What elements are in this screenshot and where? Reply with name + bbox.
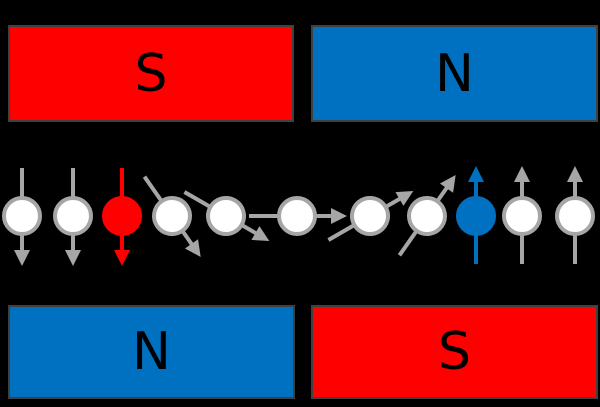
spin-circle — [152, 196, 192, 236]
spin-circle — [555, 196, 595, 236]
spin-circle — [53, 196, 93, 236]
spin-circle — [502, 196, 542, 236]
pole-label: N — [132, 322, 171, 382]
magnet-top-right-north: N — [311, 25, 598, 122]
spin-circle — [456, 196, 496, 236]
arrow-head-icon — [114, 250, 130, 266]
arrow-head-icon — [395, 191, 414, 206]
spin-11-gray — [555, 166, 595, 264]
spin-circle — [277, 196, 317, 236]
spin-circle — [206, 196, 246, 236]
spin-2-gray — [53, 168, 93, 266]
arrow-head-icon — [439, 175, 456, 193]
arrow-head-icon — [567, 166, 583, 182]
spin-4-gray — [142, 175, 201, 257]
spin-3-red — [102, 168, 142, 266]
spin-8-gray — [397, 175, 456, 257]
spin-1-gray — [2, 168, 42, 266]
spin-6-gray — [249, 196, 347, 236]
pole-label: S — [134, 43, 168, 104]
magnet-bottom-left-north: N — [8, 305, 295, 399]
spin-7-gray — [327, 191, 414, 242]
spin-circle — [2, 196, 42, 236]
spin-circle — [407, 196, 447, 236]
arrow-head-icon — [65, 250, 81, 266]
spin-circle — [102, 196, 142, 236]
spin-circle — [350, 196, 390, 236]
arrow-head-icon — [331, 208, 347, 224]
arrow-head-icon — [514, 166, 530, 182]
arrow-head-icon — [251, 226, 270, 241]
spin-chain — [2, 166, 595, 266]
magnet-bottom-right-south: S — [311, 305, 598, 399]
pole-label: S — [437, 322, 471, 382]
arrow-head-icon — [468, 166, 484, 182]
spin-10-gray — [502, 166, 542, 264]
pole-label: N — [435, 43, 474, 104]
arrow-head-icon — [14, 250, 30, 266]
magnet-top-left-south: S — [8, 25, 294, 122]
spin-9-blue — [456, 166, 496, 264]
spin-5-gray — [183, 190, 270, 241]
arrow-head-icon — [184, 239, 201, 257]
